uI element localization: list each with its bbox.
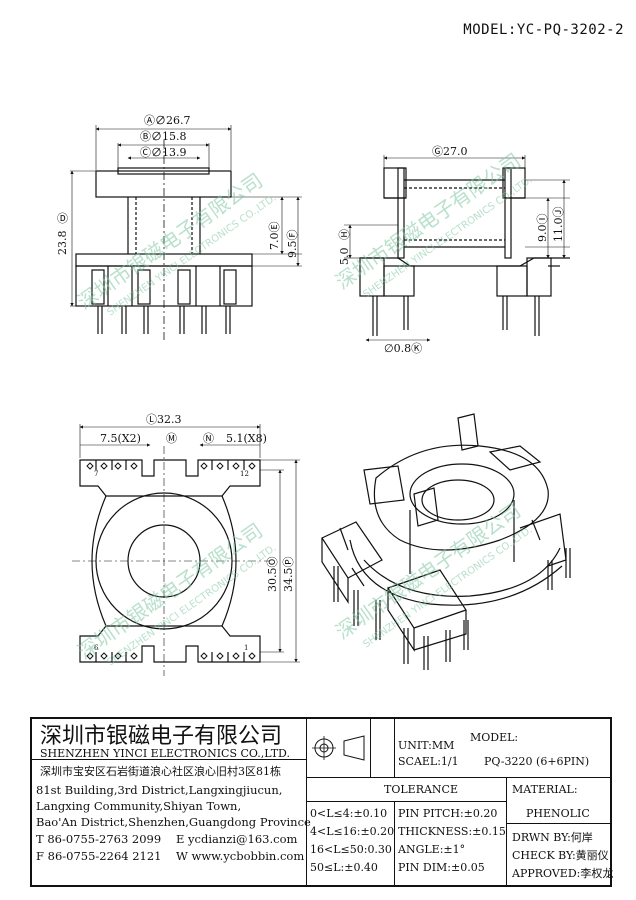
- dim-j: 11.0Ⓙ: [552, 207, 565, 243]
- top-view: [72, 424, 300, 676]
- scale: SCAEL:1/1: [398, 755, 459, 768]
- address-en-1: 81st Building,3rd District,Langxingjiucu…: [36, 783, 283, 797]
- dim-d: Ⓓ: [57, 212, 68, 225]
- pin-number-12: 12: [240, 470, 249, 478]
- dim-a: Ⓐ∅26.7: [144, 114, 191, 127]
- pin-number-6: 6: [94, 644, 99, 652]
- material-value: PHENOLIC: [526, 807, 590, 820]
- spec-angle: ANGLE:±1°: [398, 843, 466, 856]
- dim-7-5: 7.5(X2): [100, 432, 141, 445]
- model-label: MODEL:: [470, 731, 519, 744]
- dim-k: ∅0.8Ⓚ: [384, 342, 422, 355]
- model-value: PQ-3220 (6+6PIN): [484, 755, 590, 768]
- side-view: [344, 155, 570, 342]
- unit: UNIT:MM: [398, 739, 455, 752]
- material-label: MATERIAL:: [512, 783, 578, 796]
- address-cn: 深圳市宝安区石岩街道浪心社区浪心旧村3区81栋: [40, 765, 281, 778]
- technical-drawing: Ⓐ∅26.7 Ⓑ∅15.8 Ⓒ∅13.9 Ⓓ 23.8 7.0Ⓔ 9.5Ⓕ: [56, 114, 571, 676]
- tolerance-row-2: 4<L≤16:±0.20: [310, 825, 395, 838]
- dim-b: Ⓑ∅15.8: [140, 130, 187, 143]
- watermark-cn-2: 深圳市银磁电子有限公司: [331, 148, 525, 294]
- address-en-2: Langxing Community,Shiyan Town,: [36, 799, 242, 813]
- address-en-3: Bao'An District,Shenzhen,Guangdong Provi…: [36, 815, 311, 829]
- dim-o: 30.5Ⓞ: [266, 557, 279, 593]
- spec-thickness: THICKNESS:±0.15: [398, 825, 506, 838]
- company-name-cn: 深圳市银磁电子有限公司: [40, 724, 283, 749]
- front-top-lip: [117, 167, 210, 175]
- dim-l: Ⓛ32.3: [146, 413, 182, 426]
- dim-g: Ⓖ27.0: [432, 145, 468, 158]
- dim-23-8: 23.8: [56, 231, 69, 256]
- website: W www.ycbobbin.com: [176, 849, 305, 863]
- front-top-flange: [95, 170, 232, 198]
- projection-symbol-icon: [312, 735, 365, 761]
- dim-n: Ⓝ: [203, 432, 214, 445]
- model-code: MODEL:YC-PQ-3202-2: [463, 22, 624, 38]
- dim-c: Ⓒ∅13.9: [140, 146, 187, 159]
- front-view: [70, 125, 302, 340]
- dim-p: 34.5Ⓟ: [282, 557, 295, 593]
- tolerance-row-3: 16<L≤50:0.30: [310, 843, 392, 856]
- spec-pin-pitch: PIN PITCH:±0.20: [398, 807, 498, 820]
- email: E ycdianzi@163.com: [176, 832, 298, 846]
- tolerance-title: TOLERANCE: [384, 783, 458, 796]
- dim-h: Ⓗ: [338, 229, 351, 240]
- pin-markers: [86, 462, 256, 660]
- dim-m: Ⓜ: [166, 432, 177, 445]
- check-by: CHECK BY:黄丽仪: [512, 849, 609, 862]
- pin-number-1: 1: [244, 644, 248, 652]
- approved-by: APPROVED:李权龙: [512, 867, 614, 880]
- watermark-cn-1: 深圳市银磁电子有限公司: [73, 168, 267, 314]
- drawn-by: DRWN BY:何岸: [512, 831, 593, 844]
- tolerance-row-1: 0<L≤4:±0.10: [310, 807, 388, 820]
- dim-5-1: 5.1(X8): [226, 432, 267, 445]
- fax: F 86-0755-2264 2121: [36, 849, 162, 863]
- spec-pin-dim: PIN DIM:±0.05: [398, 861, 485, 874]
- dim-i: 9.0Ⓘ: [536, 214, 549, 243]
- front-pin-base: [75, 265, 253, 307]
- title-block: 深圳市银磁电子有限公司 SHENZHEN YINCI ELECTRONICS C…: [30, 717, 614, 887]
- telephone: T 86-0755-2763 2099: [36, 832, 162, 846]
- pin-number-7: 7: [94, 470, 98, 478]
- isometric-view: [321, 413, 571, 670]
- company-name-en: SHENZHEN YINCI ELECTRONICS CO.,LTD.: [40, 747, 290, 760]
- dim-e: 7.0Ⓔ: [268, 222, 281, 251]
- tolerance-row-4: 50≤L:±0.40: [310, 861, 378, 874]
- dim-5-0: 5.0: [338, 248, 351, 266]
- watermark-cn-3: 深圳市银磁电子有限公司: [73, 518, 267, 664]
- dim-f: 9.5Ⓕ: [286, 230, 299, 259]
